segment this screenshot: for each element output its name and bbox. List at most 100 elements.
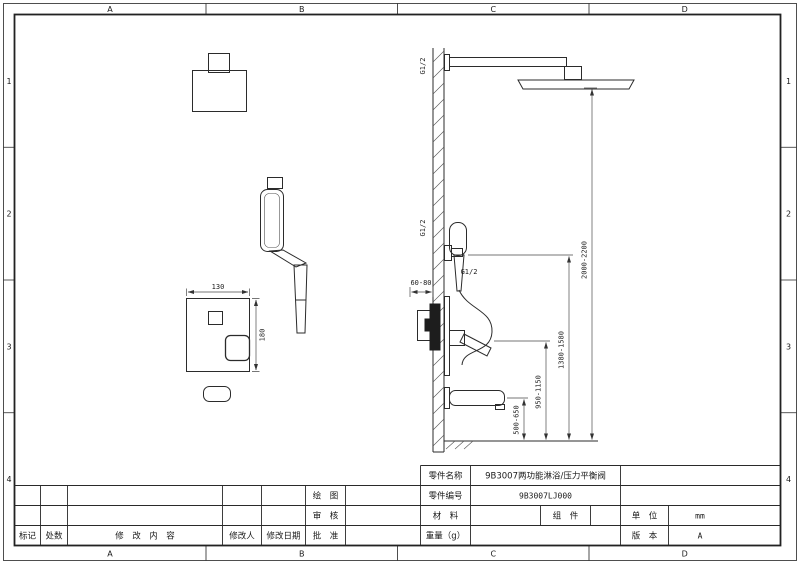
zone-row-1: 1 [6, 77, 11, 86]
shower-hose [458, 289, 493, 366]
showerhead-side [517, 79, 635, 90]
handle-lever [459, 333, 492, 357]
mixer-lever [224, 334, 251, 362]
revision-date-header: 修改日期 [266, 531, 300, 542]
check-label: 审 核 [313, 511, 339, 522]
zone-labels-top: A B C D [107, 5, 688, 14]
hose-thread-label: G1/2 [461, 268, 478, 276]
version-value: A [698, 532, 703, 541]
table-grid [14, 465, 781, 546]
plate-width-dim-text: 130 [212, 283, 225, 291]
spout-front [203, 386, 231, 402]
showerhead-mount-square [208, 53, 230, 73]
table-horizontal-lines [14, 465, 781, 526]
handshower-height-dim-text: 1380-1580 [558, 331, 566, 369]
zone-col-d: D [682, 550, 688, 559]
part-number-label: 零件编号 [428, 491, 462, 502]
valve-height-dim-text: 950-1150 [535, 375, 543, 409]
diverter-button [208, 311, 223, 325]
plate-width-extension-lines [186, 288, 250, 296]
bracket-base [444, 245, 452, 261]
arm-wall-flange [444, 54, 450, 71]
plate-height-extension-lines [252, 298, 260, 372]
handshower-head [260, 189, 284, 252]
revision-table: 标记 处数 修 改 内 容 修改人 修改日期 [19, 531, 301, 542]
spout-height-dim-text: 500-650 [513, 405, 521, 435]
weight-label: 重量（g） [426, 531, 465, 542]
mixer-valve-side-view: 60-80 [409, 279, 492, 376]
zone-col-b: B [299, 550, 305, 559]
floor-hatching [445, 440, 474, 450]
arm-head-joint [564, 66, 582, 80]
zone-row-2: 2 [6, 210, 11, 219]
zone-labels-right: 1 2 3 4 [786, 77, 791, 484]
handshower-sprayface [264, 193, 280, 248]
zone-labels-left: 1 2 3 4 [6, 77, 11, 484]
material-label: 材 料 [433, 511, 459, 522]
zone-col-c: C [490, 550, 496, 559]
zone-row-3: 3 [786, 343, 791, 352]
outer-border [3, 3, 797, 561]
handshower-head-side [449, 222, 467, 256]
zone-tick-marks [3, 3, 797, 561]
zone-labels-bottom: A B C D [107, 550, 688, 559]
table-vertical-lines [40, 465, 669, 546]
component-label: 组 件 [553, 511, 579, 522]
part-number-value: 9B3007LJ000 [519, 492, 572, 501]
spout-body [449, 390, 505, 406]
zone-col-c: C [490, 5, 496, 14]
arm-thread-label: G1/2 [419, 58, 427, 75]
mixer-plate-front-view: 130 180 [186, 283, 267, 402]
outlet-thread-label: G1/2 [419, 220, 427, 237]
signature-block: 绘 图 审 核 批 准 [313, 491, 339, 542]
version-label: 版 本 [632, 531, 658, 542]
handshower-side-view: G1/2 G1/2 [419, 220, 493, 366]
zone-row-4: 4 [786, 475, 791, 484]
handle-hub [449, 330, 465, 346]
showerhead-square [192, 70, 247, 112]
valve-depth-extension-lines [409, 287, 434, 297]
unit-value: mm [695, 512, 705, 521]
showerhead-top-view [192, 53, 247, 112]
spout-wall-flange [444, 387, 450, 409]
title-block: 零件名称 9B3007两功能淋浴/压力平衡阀 零件编号 9B3007LJ000 … [426, 471, 705, 542]
part-name-value: 9B3007两功能淋浴/压力平衡阀 [485, 471, 606, 482]
wall-section [432, 48, 598, 453]
spout-outlet [495, 404, 505, 410]
valve-body-section [429, 303, 441, 351]
approve-label: 批 准 [313, 531, 339, 542]
sheet-frame [3, 3, 797, 561]
handshower-front-view [260, 177, 308, 334]
tub-spout-side-view [444, 387, 505, 410]
handshower-bracket [267, 177, 283, 189]
zone-row-2: 2 [786, 210, 791, 219]
plate-height-dim-text: 180 [259, 329, 267, 342]
zone-col-b: B [299, 5, 305, 14]
height-dimensions: 500-650 950-1150 1380-1580 2000-2200 [468, 87, 597, 440]
zone-row-3: 3 [6, 343, 11, 352]
handshower-handle-side [453, 254, 465, 292]
mixer-trim-plate [186, 298, 250, 372]
unit-label: 单 位 [632, 511, 658, 522]
revision-modifier-header: 修改人 [229, 531, 255, 542]
zone-col-a: A [107, 5, 113, 14]
head-height-dim-text: 2000-2200 [581, 241, 589, 279]
valve-depth-dim-text: 60-80 [410, 279, 431, 287]
revision-count-header: 处数 [45, 531, 63, 542]
valve-inlet-section [424, 318, 430, 332]
revision-mark-header: 标记 [19, 531, 37, 542]
zone-row-4: 4 [6, 475, 11, 484]
shower-arm [449, 57, 567, 67]
trim-plate-side [444, 296, 450, 376]
draw-label: 绘 图 [313, 491, 339, 502]
revision-content-header: 修 改 内 容 [115, 531, 175, 542]
zone-col-d: D [682, 5, 688, 14]
handshower-neck [268, 249, 308, 268]
handshower-handle [293, 264, 308, 334]
zone-col-a: A [107, 550, 113, 559]
height-extension-lines [468, 87, 597, 399]
shower-arm-side-view: G1/2 [419, 54, 635, 90]
wall-hatching [432, 50, 445, 447]
